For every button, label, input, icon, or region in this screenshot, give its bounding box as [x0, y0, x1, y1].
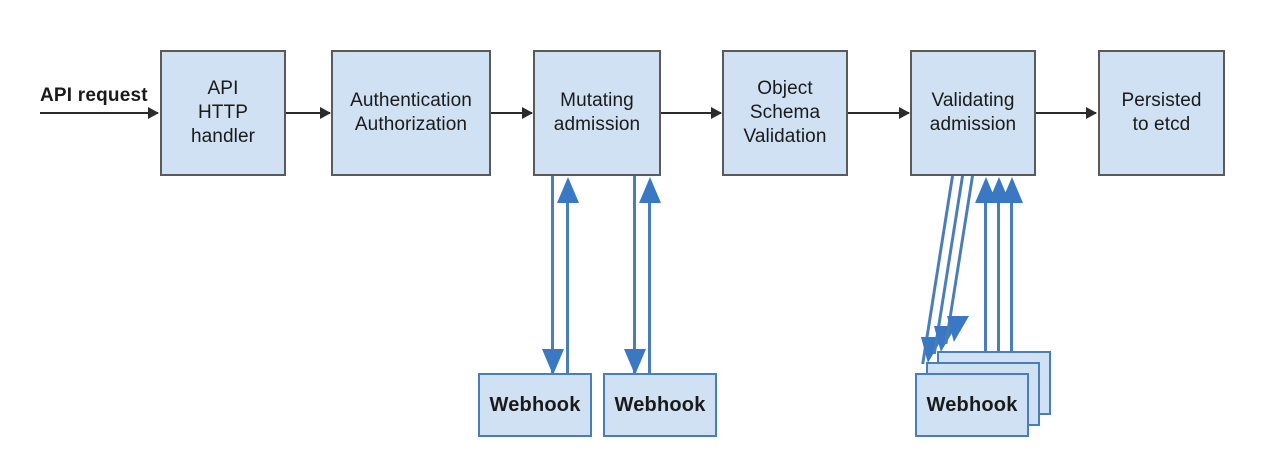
connector-mutating-webhook-2-response-arrowhead — [639, 177, 661, 203]
connector-mutating-webhook-2-request-arrowhead — [624, 349, 646, 375]
webhook-box-validating-stack-front[interactable]: Webhook — [915, 373, 1029, 437]
connector-validating-webhook-3-response-line — [1010, 196, 1013, 364]
stage-box-api-http-handler[interactable]: API HTTP handler — [160, 50, 286, 176]
stage-box-mutating-admission[interactable]: Mutating admission — [533, 50, 661, 176]
connector-validating-webhook-2-response-line — [997, 196, 1000, 372]
arrow-mutating-to-schema — [661, 107, 722, 119]
api-request-label: API request — [40, 85, 148, 106]
stage-box-validating-admission[interactable]: Validating admission — [910, 50, 1036, 176]
webhook-box-mutating-1[interactable]: Webhook — [478, 373, 592, 437]
connector-validating-webhook-3-response-arrowhead — [1001, 177, 1023, 203]
arrow-schema-to-validating — [848, 107, 910, 119]
arrow-auth-to-mutating — [491, 107, 533, 119]
connector-mutating-webhook-1-response-line — [566, 196, 569, 376]
connector-validating-webhook-3-request-arrowhead — [942, 316, 969, 342]
api-request-arrow — [40, 107, 159, 119]
arrow-validating-to-etcd — [1036, 107, 1097, 119]
webhook-box-mutating-2[interactable]: Webhook — [603, 373, 717, 437]
stage-box-authentication-authorization[interactable]: Authentication Authorization — [331, 50, 491, 176]
connector-mutating-webhook-1-request-line — [551, 176, 554, 376]
stage-box-object-schema-validation[interactable]: Object Schema Validation — [722, 50, 848, 176]
connector-mutating-webhook-2-response-line — [648, 196, 651, 376]
connector-mutating-webhook-1-response-arrowhead — [557, 177, 579, 203]
connector-mutating-webhook-1-request-arrowhead — [542, 349, 564, 375]
connector-validating-webhook-1-response-line — [984, 196, 987, 378]
connector-mutating-webhook-2-request-line — [633, 176, 636, 376]
arrow-handler-to-auth — [286, 107, 331, 119]
stage-box-persisted-to-etcd[interactable]: Persisted to etcd — [1098, 50, 1225, 176]
